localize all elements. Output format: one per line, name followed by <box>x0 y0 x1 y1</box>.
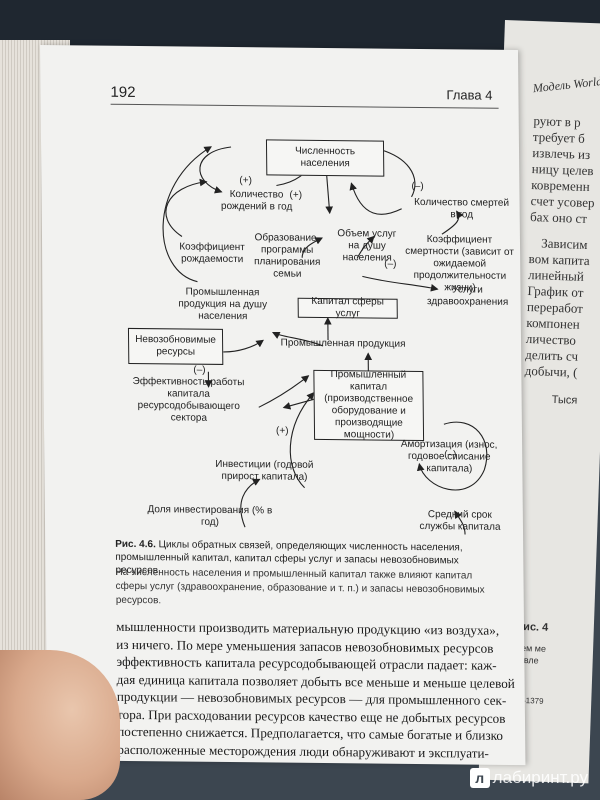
node-service-capital: Капитал сферы услуг <box>297 296 398 319</box>
loop-sign-minus: (–) <box>444 449 457 461</box>
figure-note: На численность населения и промышленный … <box>115 566 485 607</box>
labirint-logo-icon: л <box>469 768 490 788</box>
feedback-loop-diagram: Численность населения Количество рождени… <box>111 106 525 540</box>
facing-line: руют в р <box>533 113 581 130</box>
loop-sign-minus: (–) <box>411 180 424 193</box>
node-health-services: Услуги здравоохранения <box>426 284 509 308</box>
loop-sign-minus: (–) <box>193 364 206 376</box>
running-header: 192 Глава 4 <box>110 83 499 109</box>
node-industrial-output: Промышленная продукция <box>280 337 406 350</box>
facing-page-header: Модель World3 <box>532 73 600 96</box>
facing-line: личество <box>525 330 577 348</box>
node-education: Образование, программы планирования семь… <box>254 232 321 280</box>
facing-chart-label: Тыся <box>551 393 578 407</box>
body-paragraph: мышленности производить материальную про… <box>116 618 515 762</box>
facing-line: Зависим <box>540 235 588 253</box>
loop-sign-minus: (–) <box>384 258 397 270</box>
facing-line: добычи, ( <box>524 362 578 380</box>
node-industrial-capital: Промышленный капитал (производственное о… <box>313 369 425 442</box>
node-capital-lifetime: Средний срок службы капитала <box>419 509 501 533</box>
node-resource-efficiency: Эффективность работы капитала ресурсодоб… <box>132 375 245 424</box>
facing-line: линейный <box>527 266 585 284</box>
loop-sign-plus: (+) <box>275 425 289 437</box>
facing-line: График от <box>527 282 584 300</box>
facing-line: делить сч <box>525 346 579 364</box>
node-deaths: Количество смертей в год <box>414 196 510 221</box>
book-page: 192 Глава 4 <box>40 45 526 766</box>
facing-line: требует б <box>532 129 586 146</box>
page-number: 192 <box>110 83 136 102</box>
facing-line: переработ <box>526 298 584 316</box>
node-population: Численность населения <box>265 139 385 177</box>
thumb <box>0 650 120 800</box>
diagram-arrows <box>162 143 488 535</box>
node-industrial-output-per-capita: Промышленная продукция на душу населения <box>178 286 268 323</box>
watermark-text: лабиринт.ру <box>492 768 588 787</box>
facing-line: компонен <box>526 314 580 332</box>
chapter-title: Глава 4 <box>446 87 493 103</box>
loop-sign-plus: (+) <box>289 189 303 201</box>
facing-line: бах оно ст <box>529 209 588 226</box>
node-nonrenewable: Невозобновимые ресурсы <box>127 327 224 365</box>
figure-label: Рис. 4.6. <box>115 538 156 551</box>
body-line: расположенные месторождения люди обнаруж… <box>117 741 489 761</box>
node-investment: Инвестиции (годовой прирост капитала) <box>215 458 314 483</box>
loop-sign-plus: (+) <box>239 175 252 187</box>
node-investment-share: Доля инвестирования (% в год) <box>147 504 273 528</box>
